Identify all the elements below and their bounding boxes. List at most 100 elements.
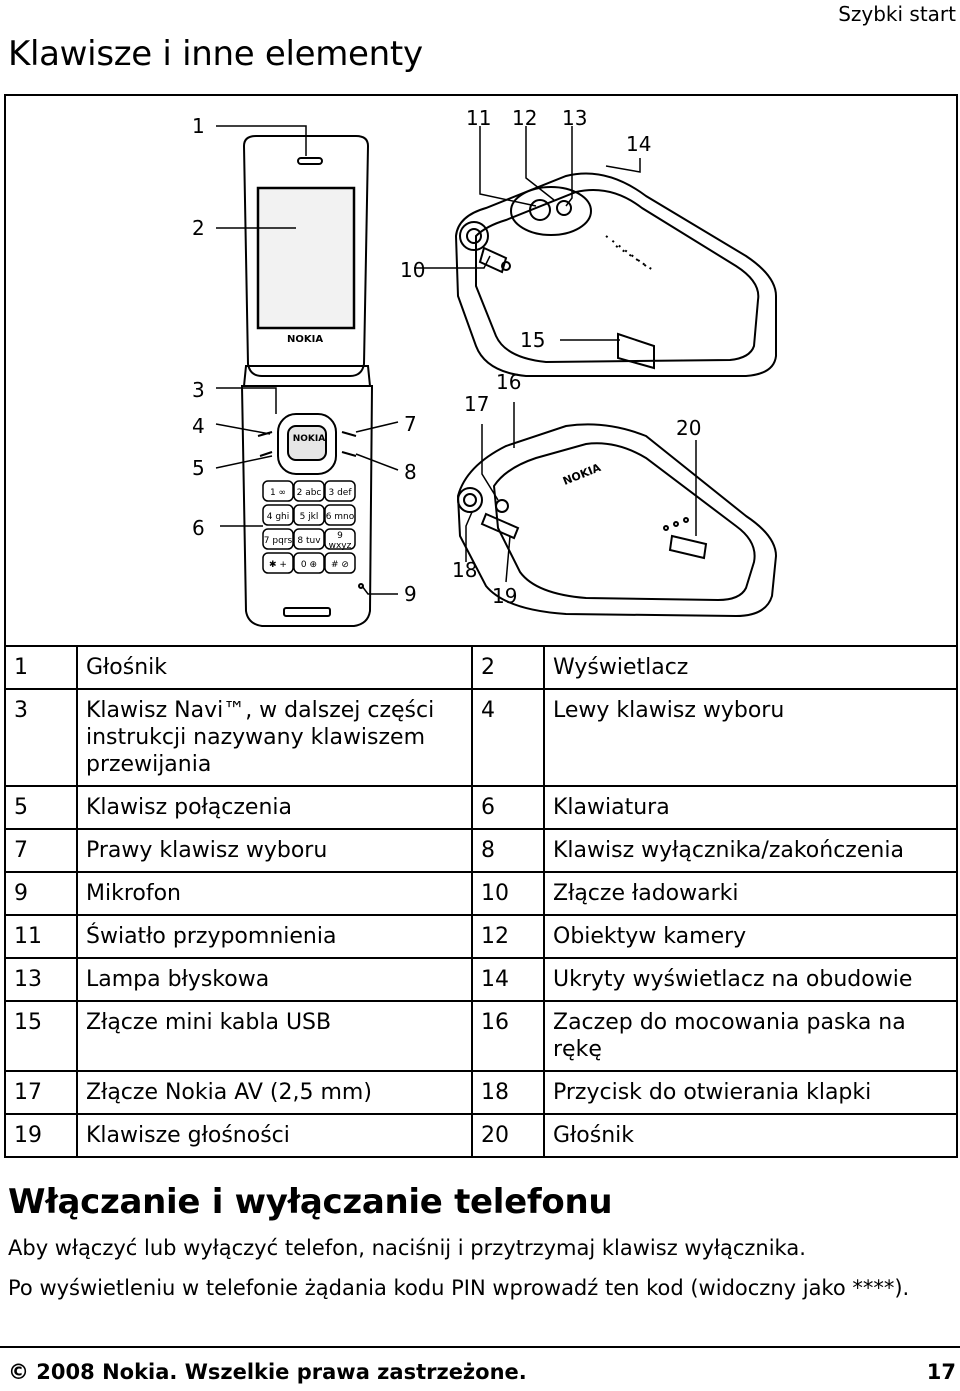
running-head: Szybki start — [838, 2, 956, 26]
key-star: ✱ + — [269, 560, 287, 570]
legend-text: Złącze ładowarki — [543, 871, 958, 916]
callout-13: 13 — [562, 106, 588, 130]
callout-7: 7 — [404, 412, 417, 436]
key-6: 6 mno — [325, 512, 355, 522]
legend-number: 15 — [4, 1000, 78, 1072]
key-0: 0 ⊕ — [300, 560, 318, 570]
table-row: 1 Głośnik 2 Wyświetlacz — [4, 645, 958, 690]
legend-text: Ukryty wyświetlacz na obudowie — [543, 957, 958, 1002]
legend-text: Zaczep do mocowania paska na rękę — [543, 1000, 958, 1072]
front-phone-drawing — [240, 135, 374, 627]
key-7: 7 pqrs — [263, 536, 293, 546]
key-hash: # ⊘ — [331, 560, 349, 570]
legend-number: 12 — [471, 914, 545, 959]
legend-number: 16 — [471, 1000, 545, 1072]
footer-divider — [0, 1346, 960, 1348]
table-row: 13 Lampa błyskowa 14 Ukryty wyświetlacz … — [4, 957, 958, 1002]
callout-4: 4 — [192, 414, 205, 438]
table-row: 5 Klawisz połączenia 6 Klawiatura — [4, 785, 958, 830]
legend-number: 1 — [4, 645, 78, 690]
legend-number: 18 — [471, 1070, 545, 1115]
keypad-grid — [262, 480, 356, 574]
legend-text: Lewy klawisz wyboru — [543, 688, 958, 787]
phone-diagram-figure: NOKIA 1 ∞ 2 abc 3 def 4 ghi 5 jkl 6 mno … — [4, 94, 958, 646]
paragraph-power-instruction: Aby włączyć lub wyłączyć telefon, naciśn… — [8, 1236, 806, 1260]
callout-14: 14 — [626, 132, 652, 156]
section-title: Włączanie i wyłączanie telefonu — [8, 1182, 613, 1222]
phone-illustration: NOKIA — [215, 125, 778, 627]
page-title: Klawisze i inne elementy — [8, 34, 423, 74]
legend-text: Złącze mini kabla USB — [76, 1000, 473, 1072]
callout-19: 19 — [492, 584, 518, 608]
svg-text:NOKIA: NOKIA — [293, 434, 326, 444]
legend-table: 1 Głośnik 2 Wyświetlacz 3 Klawisz Navi™,… — [4, 645, 958, 1158]
callout-leaders — [215, 125, 697, 595]
legend-number: 17 — [4, 1070, 78, 1115]
callout-12: 12 — [512, 106, 538, 130]
key-1: 1 ∞ — [269, 488, 287, 498]
keypad-labels: 1 ∞ 2 abc 3 def 4 ghi 5 jkl 6 mno 7 pqrs… — [263, 481, 355, 577]
table-row: 7 Prawy klawisz wyboru 8 Klawisz wyłączn… — [4, 828, 958, 873]
legend-number: 14 — [471, 957, 545, 1002]
legend-text: Mikrofon — [76, 871, 473, 916]
callout-16: 16 — [496, 370, 522, 394]
legend-number: 13 — [4, 957, 78, 1002]
callout-5: 5 — [192, 456, 205, 480]
closed-phone-top-drawing — [454, 172, 777, 377]
table-row: 9 Mikrofon 10 Złącze ładowarki — [4, 871, 958, 916]
closed-phone-back-drawing — [456, 423, 778, 618]
callout-20: 20 — [676, 416, 702, 440]
legend-text: Klawisze głośności — [76, 1113, 473, 1158]
key-9: 9 wxyz — [328, 531, 352, 551]
key-4: 4 ghi — [266, 512, 290, 522]
legend-number: 20 — [471, 1113, 545, 1158]
legend-text: Klawisz połączenia — [76, 785, 473, 830]
legend-number: 11 — [4, 914, 78, 959]
callout-17: 17 — [464, 392, 490, 416]
callout-1: 1 — [192, 114, 205, 138]
key-3: 3 def — [328, 488, 352, 498]
table-row: 19 Klawisze głośności 20 Głośnik — [4, 1113, 958, 1158]
callout-2: 2 — [192, 216, 205, 240]
legend-number: 4 — [471, 688, 545, 787]
legend-text: Głośnik — [543, 1113, 958, 1158]
callout-8: 8 — [404, 460, 417, 484]
table-row: 11 Światło przypomnienia 12 Obiektyw kam… — [4, 914, 958, 959]
legend-text: Głośnik — [76, 645, 473, 690]
legend-number: 7 — [4, 828, 78, 873]
callout-6: 6 — [192, 516, 205, 540]
legend-text: Obiektyw kamery — [543, 914, 958, 959]
table-row: 3 Klawisz Navi™, w dalszej części instru… — [4, 688, 958, 787]
key-5: 5 jkl — [299, 512, 319, 522]
legend-number: 5 — [4, 785, 78, 830]
legend-text: Klawiatura — [543, 785, 958, 830]
legend-text: Przycisk do otwierania klapki — [543, 1070, 958, 1115]
table-row: 17 Złącze Nokia AV (2,5 mm) 18 Przycisk … — [4, 1070, 958, 1115]
legend-text: Złącze Nokia AV (2,5 mm) — [76, 1070, 473, 1115]
footer-copyright: © 2008 Nokia. Wszelkie prawa zastrzeżone… — [8, 1360, 527, 1384]
paragraph-pin-instruction: Po wyświetleniu w telefonie żądania kodu… — [8, 1276, 910, 1300]
legend-number: 19 — [4, 1113, 78, 1158]
legend-text: Prawy klawisz wyboru — [76, 828, 473, 873]
legend-number: 6 — [471, 785, 545, 830]
legend-number: 10 — [471, 871, 545, 916]
legend-text: Klawisz wyłącznika/zakończenia — [543, 828, 958, 873]
brand-label-front: NOKIA — [287, 334, 324, 345]
legend-text: Wyświetlacz — [543, 645, 958, 690]
legend-text: Lampa błyskowa — [76, 957, 473, 1002]
callout-15: 15 — [520, 328, 546, 352]
key-2: 2 abc — [296, 488, 322, 498]
callout-10: 10 — [400, 258, 426, 282]
callout-11: 11 — [466, 106, 492, 130]
legend-number: 3 — [4, 688, 78, 787]
legend-text: Światło przypomnienia — [76, 914, 473, 959]
callout-18: 18 — [452, 558, 478, 582]
legend-number: 2 — [471, 645, 545, 690]
page-number: 17 — [926, 1360, 956, 1384]
callout-3: 3 — [192, 378, 205, 402]
legend-number: 8 — [471, 828, 545, 873]
callout-9: 9 — [404, 582, 417, 606]
key-8: 8 tuv — [297, 536, 321, 546]
table-row: 15 Złącze mini kabla USB 16 Zaczep do mo… — [4, 1000, 958, 1072]
legend-text: Klawisz Navi™, w dalszej części instrukc… — [76, 688, 473, 787]
